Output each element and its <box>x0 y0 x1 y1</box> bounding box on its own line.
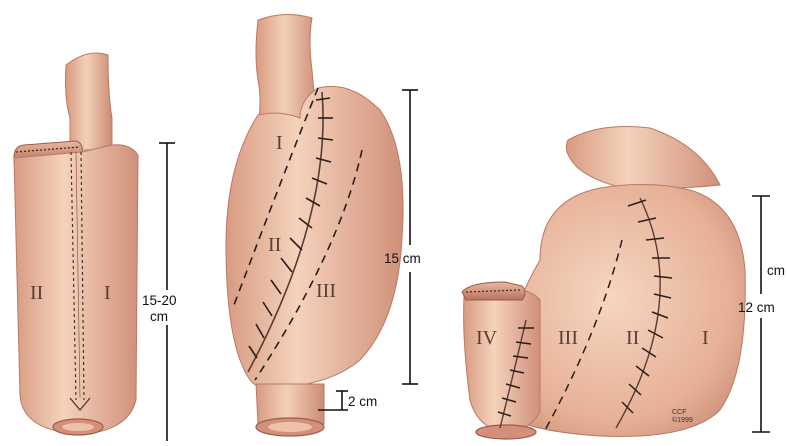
panel-a-measure-value: 15-20 <box>142 293 177 308</box>
panel-b-measure-height: 15 cm <box>384 251 421 266</box>
panel-a-label-i: I <box>104 282 111 304</box>
panel-a-label-ii: II <box>30 282 43 304</box>
panel-c-cut-edge <box>462 282 525 300</box>
panel-b-label-ii: II <box>268 234 281 256</box>
panel-a-measure-unit: cm <box>150 309 168 324</box>
panel-c-measure-cut: cm <box>767 263 785 278</box>
panel-c-label-iv: IV <box>476 327 498 349</box>
panel-b-measure-bar <box>402 90 418 384</box>
panel-b-sleeve-illustration: I II III <box>226 14 403 436</box>
panel-b-measure-base: 2 cm <box>348 394 377 409</box>
panel-c-credit-year: ©1999 <box>672 416 693 424</box>
panel-c-label-ii: II <box>626 327 639 349</box>
panel-c-label-i: I <box>702 327 709 349</box>
panel-a-esophagus <box>66 53 113 150</box>
panel-c-pylorus-opening <box>476 425 536 439</box>
panel-b-label-i: I <box>276 132 283 154</box>
panel-c-left-pouch <box>464 289 540 432</box>
panel-a-tube-illustration: II I <box>14 53 138 435</box>
panel-c-stomach-illustration: IV III II I CCF ©1999 <box>462 127 745 440</box>
panel-c-fundus-top <box>566 127 720 191</box>
panel-c-measure-height: 12 cm <box>738 300 775 315</box>
panel-c-credit-ccf: CCF <box>672 409 686 416</box>
panel-b-label-iii: III <box>316 280 336 302</box>
panel-c-label-iii: III <box>558 327 578 349</box>
panel-a-measure-bar <box>159 143 175 441</box>
panel-b-stomach-body <box>226 86 403 390</box>
